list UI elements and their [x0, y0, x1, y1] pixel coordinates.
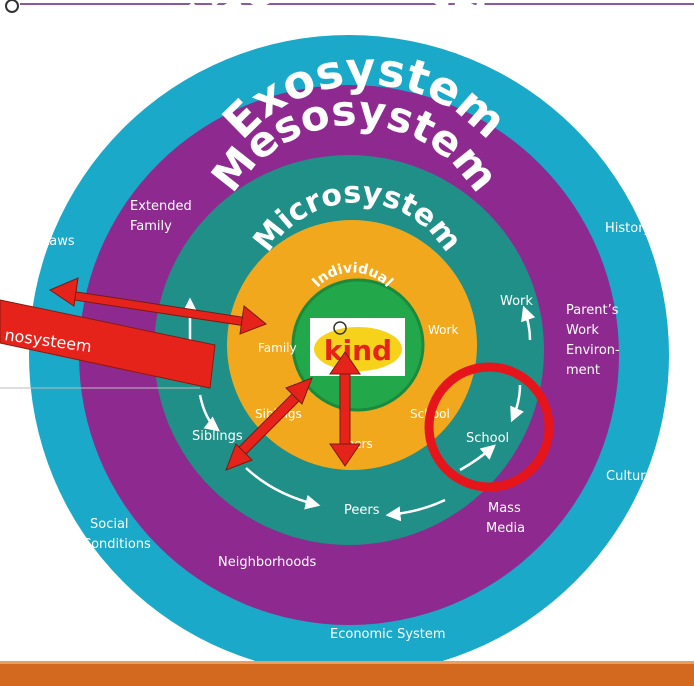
highlight-circle [424, 362, 554, 492]
meso-label-peers: Peers [344, 503, 380, 518]
label-social: Social [90, 517, 129, 532]
label-conditions: Conditions [82, 537, 151, 552]
label-neighborhoods: Neighborhoods [218, 555, 317, 570]
label-parents: Parent’s [566, 303, 619, 318]
meso-label-work: Work [500, 294, 533, 309]
label-parents-work: Work [566, 323, 599, 338]
child-badge-text: kind [324, 334, 392, 367]
label-media: Media [486, 521, 525, 536]
label-extended-family: Family [130, 219, 172, 234]
red-arrow-family-laws [48, 277, 267, 335]
micro-label-work: Work [428, 323, 458, 337]
red-arrows [48, 277, 361, 471]
label-extended: Extended [130, 199, 192, 214]
label-parents-ment: ment [566, 363, 600, 378]
label-economic-system: Economic System [330, 627, 446, 642]
meso-label-school: School [466, 431, 509, 446]
child-figure-icon [333, 321, 347, 335]
child-badge: kind [310, 318, 405, 376]
red-arrow-individual-meso [225, 377, 313, 471]
label-history: History [605, 221, 652, 236]
label-culture: Culture [606, 469, 653, 484]
label-laws: Laws [42, 234, 75, 249]
micro-label-family: Family [258, 341, 297, 355]
footer-stripe [0, 661, 694, 664]
meso-flow-arrows [182, 297, 536, 522]
label-parents-environ: Environ- [566, 343, 620, 358]
corner-ring-icon [5, 0, 19, 13]
meso-label-siblings: Siblings [192, 429, 243, 444]
footer-bar [0, 664, 694, 686]
label-mass: Mass [488, 501, 521, 516]
red-arrow-badge-peers [329, 351, 361, 467]
